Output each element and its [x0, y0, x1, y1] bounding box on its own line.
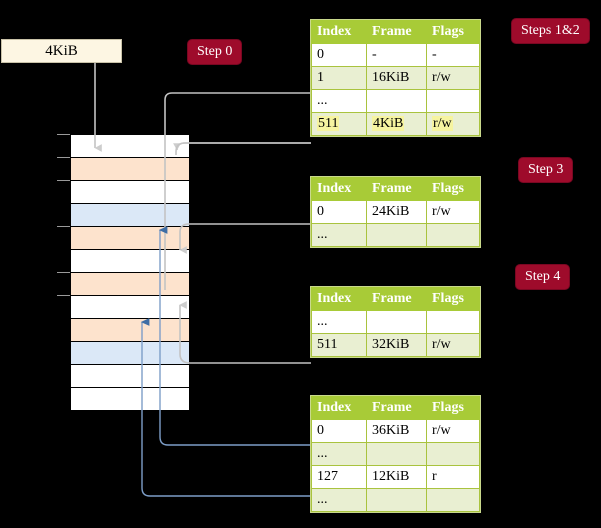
wire-step3 — [179, 223, 311, 254]
cell-index: 127 — [311, 465, 367, 489]
memory-row — [70, 203, 190, 227]
table-row: 0-- — [311, 43, 480, 67]
cell-index: ... — [311, 442, 367, 466]
cell-index: ... — [311, 310, 367, 334]
cell-flags: r — [426, 465, 480, 489]
column-header-index: Index — [311, 287, 367, 311]
cell-index: ... — [311, 488, 367, 512]
cell-flags — [426, 442, 480, 466]
column-header-index: Index — [311, 20, 367, 44]
column-header-flags: Flags — [426, 396, 480, 420]
table-row: ... — [311, 89, 480, 113]
highlighted-value: 511 — [317, 116, 340, 131]
cell-flags: r/w — [426, 66, 480, 90]
badge-step-3: Step 3 — [519, 158, 573, 182]
table-row: ... — [311, 488, 480, 512]
memory-row — [70, 249, 190, 273]
highlighted-value: r/w — [432, 116, 453, 131]
cell-index: 511 — [311, 112, 367, 136]
cell-frame — [366, 442, 427, 466]
column-header-frame: Frame — [366, 20, 427, 44]
column-header-flags: Flags — [426, 177, 480, 201]
cell-index: ... — [311, 89, 367, 113]
wire-step4 — [178, 301, 311, 364]
memory-row — [70, 226, 190, 250]
column-header-index: Index — [311, 396, 367, 420]
cell-flags — [426, 488, 480, 512]
cell-flags — [426, 89, 480, 113]
cell-flags — [426, 223, 480, 247]
column-header-frame: Frame — [366, 287, 427, 311]
table-row: ... — [311, 223, 480, 247]
table-row: ... — [311, 310, 480, 334]
column-header-flags: Flags — [426, 287, 480, 311]
column-header-frame: Frame — [366, 177, 427, 201]
cell-index: ... — [311, 223, 367, 247]
memory-row — [70, 295, 190, 319]
cell-index: 0 — [311, 200, 367, 224]
cell-frame: 12KiB — [366, 465, 427, 489]
badge-step-0: Step 0 — [188, 40, 242, 64]
cell-flags: r/w — [426, 419, 480, 443]
table-row: ... — [311, 442, 480, 466]
cell-frame — [366, 488, 427, 512]
cell-frame: 32KiB — [366, 333, 427, 357]
cell-index: 0 — [311, 419, 367, 443]
cell-index: 1 — [311, 66, 367, 90]
memory-row — [70, 387, 190, 411]
source-frame-label: 4KiB — [45, 43, 78, 59]
memory-tick-marks — [57, 134, 70, 296]
memory-row — [70, 272, 190, 296]
cell-flags — [426, 310, 480, 334]
memory-row — [70, 157, 190, 181]
table-row: 511 4KiB r/w — [311, 112, 480, 136]
cell-frame — [366, 310, 427, 334]
cell-flags: r/w — [426, 112, 480, 136]
memory-column — [70, 134, 190, 411]
cell-frame: 16KiB — [366, 66, 427, 90]
cell-index: 0 — [311, 43, 367, 67]
cell-index: 511 — [311, 333, 367, 357]
badge-steps-1-2: Steps 1&2 — [512, 19, 589, 43]
cell-frame: 4KiB — [366, 112, 427, 136]
memory-row — [70, 364, 190, 388]
cell-frame: - — [366, 43, 427, 67]
source-frame-box: 4KiB — [1, 39, 122, 63]
column-header-index: Index — [311, 177, 367, 201]
memory-row — [70, 180, 190, 204]
cell-flags: r/w — [426, 200, 480, 224]
cell-flags: - — [426, 43, 480, 67]
column-header-flags: Flags — [426, 20, 480, 44]
column-header-frame: Frame — [366, 396, 427, 420]
cell-frame — [366, 89, 427, 113]
memory-row — [70, 341, 190, 365]
highlighted-value: 4KiB — [372, 116, 405, 131]
cell-flags: r/w — [426, 333, 480, 357]
memory-row — [70, 318, 190, 342]
badge-step-4: Step 4 — [516, 265, 570, 289]
cell-frame: 24KiB — [366, 200, 427, 224]
cell-frame — [366, 223, 427, 247]
memory-row — [70, 134, 190, 158]
cell-frame: 36KiB — [366, 419, 427, 443]
